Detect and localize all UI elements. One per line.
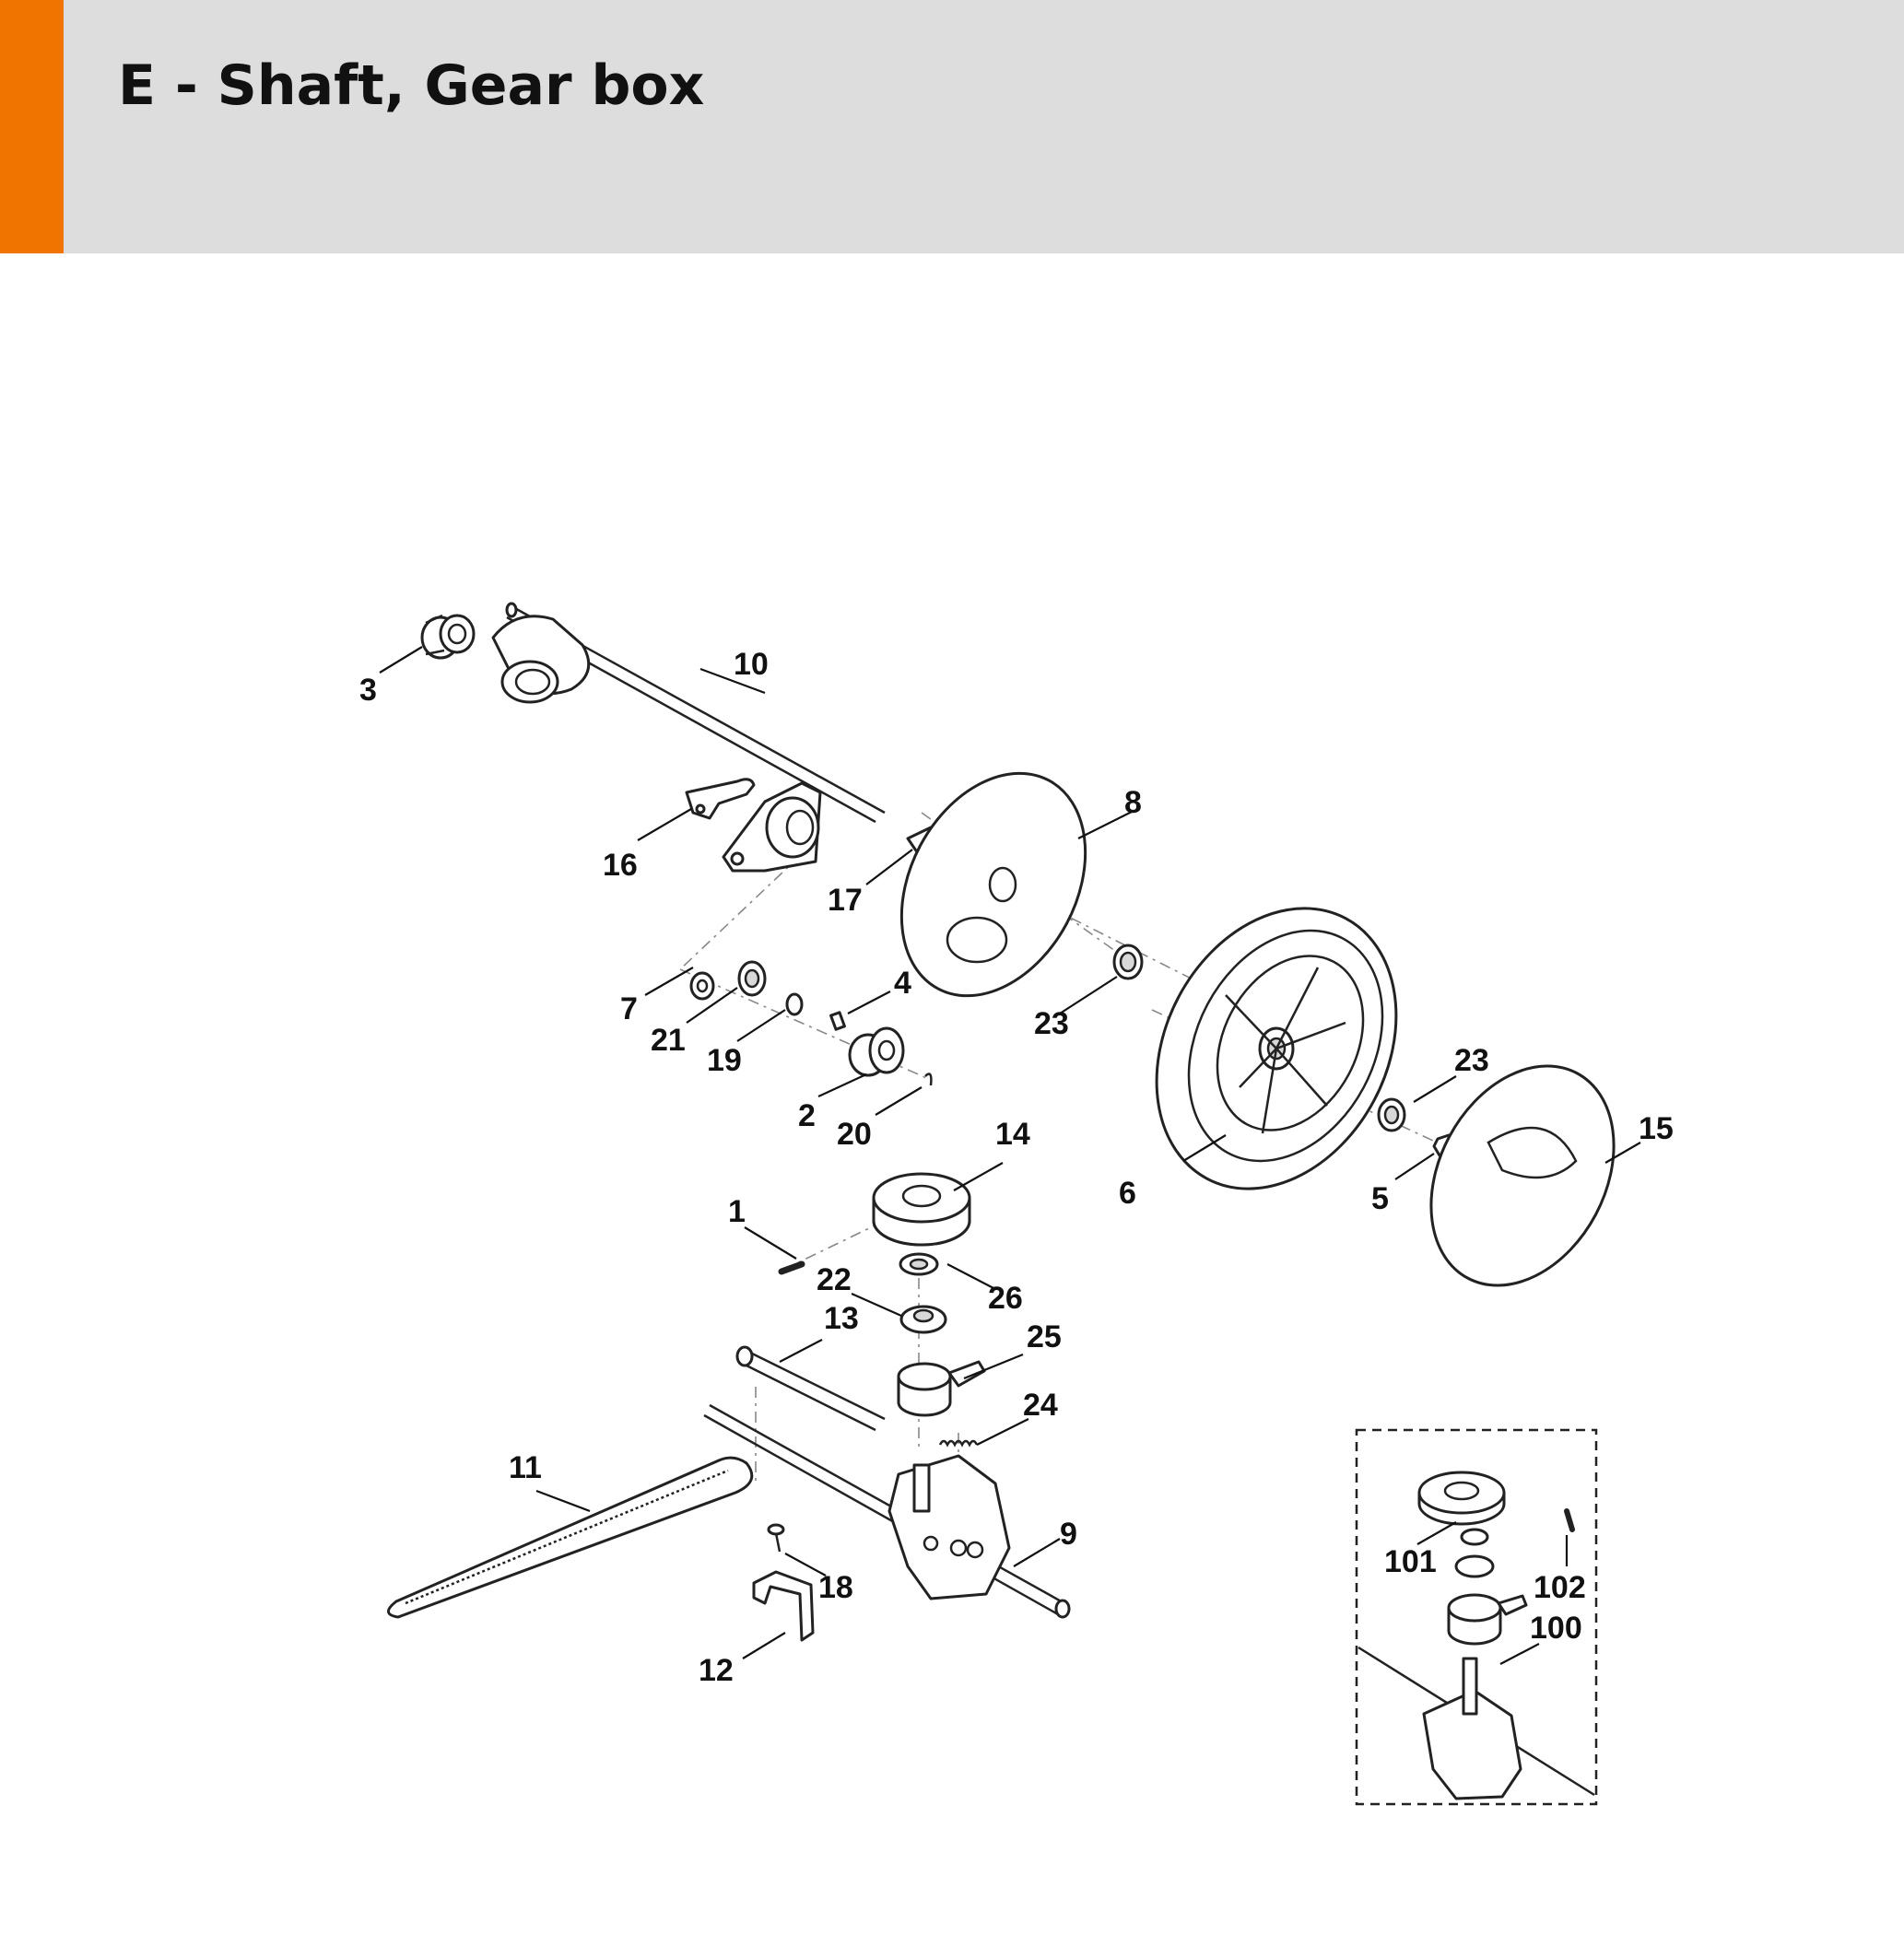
inset-gear-box [1357,1646,1595,1800]
callout-4: 4 [894,966,911,1001]
callout-labels: 3 10 16 17 8 23 7 21 19 4 2 20 6 23 5 15… [359,647,1674,1688]
callout-11: 11 [509,1450,542,1485]
part-10-shaft [491,602,886,824]
callout-14: 14 [995,1117,1030,1152]
callout-20: 20 [837,1117,872,1152]
callout-2: 2 [798,1098,816,1133]
part-8-cover-disc [899,771,1087,998]
callout-15: 15 [1639,1111,1674,1146]
callout-19: 19 [707,1043,742,1078]
inset-seal-bearing [1454,1528,1495,1578]
part-26-seal [899,1252,939,1276]
callout-5: 5 [1371,1181,1389,1216]
accent-stripe [0,0,64,253]
callout-25: 25 [1027,1319,1062,1354]
part-14-pulley [872,1172,971,1247]
inset-pulley [1417,1471,1506,1526]
part-3-pinion [420,614,476,660]
inset-clutch-cup [1447,1593,1528,1646]
callout-9: 9 [1060,1517,1077,1552]
callout-17: 17 [828,883,863,918]
part-19-ring [785,992,804,1016]
callout-100: 100 [1530,1611,1582,1646]
part-25-clutch-cup [897,1360,986,1417]
part-23-bearing-upper [1112,944,1144,980]
part-1-pin [778,1260,805,1275]
part-13-shaft [735,1345,886,1432]
part-6-wheel [1155,907,1398,1190]
header-bar: E - Shaft, Gear box [0,0,1904,253]
callout-101: 101 [1384,1544,1437,1579]
callout-6: 6 [1119,1176,1136,1211]
callout-12: 12 [699,1653,734,1688]
alternative-parts-inset [1355,1428,1598,1806]
part-15-hub-cap [1429,1064,1616,1287]
part-21-bearing [737,960,767,997]
callout-8: 8 [1124,785,1142,820]
callout-21: 21 [651,1023,686,1058]
callout-10: 10 [734,647,769,682]
callout-24: 24 [1023,1388,1058,1423]
part-20-circlip [924,1073,933,1086]
callout-leaders [379,646,1641,1665]
part-2-pinion-gear [848,1026,905,1077]
callout-7: 7 [620,991,638,1026]
callout-16: 16 [603,848,638,883]
inset-pin [1564,1508,1575,1532]
gear-box [887,1454,1011,1600]
part-18-screw [767,1523,785,1553]
part-22-bearing [899,1305,947,1334]
part-12-bracket [752,1570,815,1642]
callout-13: 13 [824,1301,859,1336]
callout-18: 18 [818,1570,853,1605]
page-title: E - Shaft, Gear box [118,53,705,118]
part-7-washer [689,971,715,1001]
callout-22: 22 [817,1262,852,1297]
callout-26: 26 [988,1281,1023,1316]
callout-3: 3 [359,673,377,708]
part-23-bearing-lower [1377,1097,1406,1132]
part-24-spring [938,1439,979,1448]
callout-102: 102 [1534,1570,1586,1605]
part-11-v-belt [387,1456,754,1619]
callout-23-upper: 23 [1034,1006,1069,1041]
callout-1: 1 [728,1194,746,1229]
callout-23-lower: 23 [1454,1043,1489,1078]
part-9-axle [703,1403,1071,1619]
part-4-key [829,1011,846,1031]
part-16-lever [685,778,756,820]
shaft-bracket [722,781,822,873]
